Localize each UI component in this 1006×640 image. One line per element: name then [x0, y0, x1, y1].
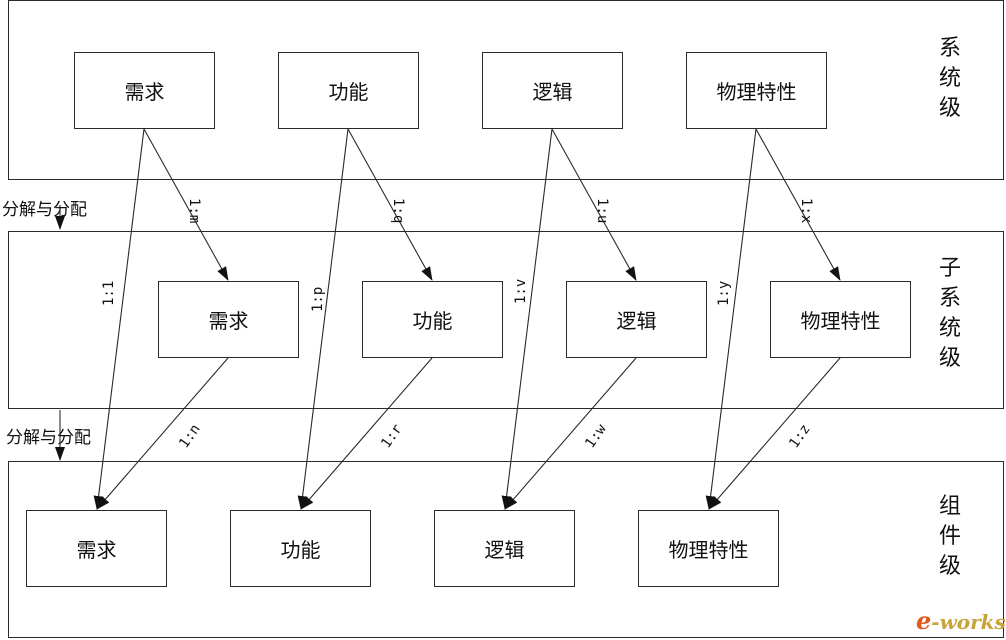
- arrow-sys-sub-func: [347, 128, 433, 281]
- decompose-allocate-label-1: 分解与分配: [2, 200, 87, 220]
- rel-label-1y: 1:y: [716, 281, 732, 306]
- subsystem-function-box: 功能: [362, 281, 503, 358]
- arrow-sub-comp-func: [300, 357, 433, 510]
- component-level-label: 组 件 级: [938, 494, 961, 579]
- arrow-sys-comp-func: [297, 128, 349, 510]
- rel-label-11: 1:1: [101, 281, 117, 306]
- rel-label-1x: 1:x: [798, 198, 814, 223]
- system-level-label: 系 统 级: [938, 36, 961, 121]
- rel-label-1p: 1:p: [310, 287, 326, 312]
- rel-label-1v: 1:v: [513, 279, 529, 304]
- subsystem-level-label: 子 系 统 级: [938, 256, 961, 371]
- rel-label-1z: 1:z: [786, 421, 814, 451]
- rel-label-1q: 1:q: [390, 198, 406, 223]
- rel-label-1r: 1:r: [378, 421, 406, 451]
- system-logic-box: 逻辑: [482, 52, 623, 129]
- arrow-sys-sub-logic: [551, 128, 637, 281]
- component-logic-box: 逻辑: [434, 510, 575, 587]
- rel-label-1u: 1:u: [594, 198, 610, 223]
- subsystem-logic-box: 逻辑: [566, 281, 707, 358]
- component-requirement-box: 需求: [26, 510, 167, 587]
- rel-label-1w: 1:w: [582, 421, 610, 451]
- arrow-sys-sub-req: [143, 128, 229, 281]
- arrow-sub-comp-logic: [504, 357, 637, 510]
- component-physical-box: 物理特性: [638, 510, 779, 587]
- arrow-sys-comp-req: [93, 128, 145, 510]
- eworks-watermark-logo: e-works: [916, 606, 1006, 635]
- arrow-sys-comp-phys: [705, 128, 757, 510]
- arrow-sys-sub-phys: [755, 128, 841, 281]
- arrow-sys-comp-logic: [501, 128, 553, 510]
- arrow-sub-comp-phys: [708, 357, 841, 510]
- component-function-box: 功能: [230, 510, 371, 587]
- system-physical-box: 物理特性: [686, 52, 827, 129]
- system-requirement-box: 需求: [74, 52, 215, 129]
- subsystem-physical-box: 物理特性: [770, 281, 911, 358]
- arrow-sub-comp-req: [96, 357, 229, 510]
- system-function-box: 功能: [278, 52, 419, 129]
- rel-label-1m: 1:m: [186, 198, 202, 223]
- decompose-allocate-label-2: 分解与分配: [6, 428, 91, 448]
- subsystem-requirement-box: 需求: [158, 281, 299, 358]
- rel-label-1n: 1:n: [176, 421, 204, 451]
